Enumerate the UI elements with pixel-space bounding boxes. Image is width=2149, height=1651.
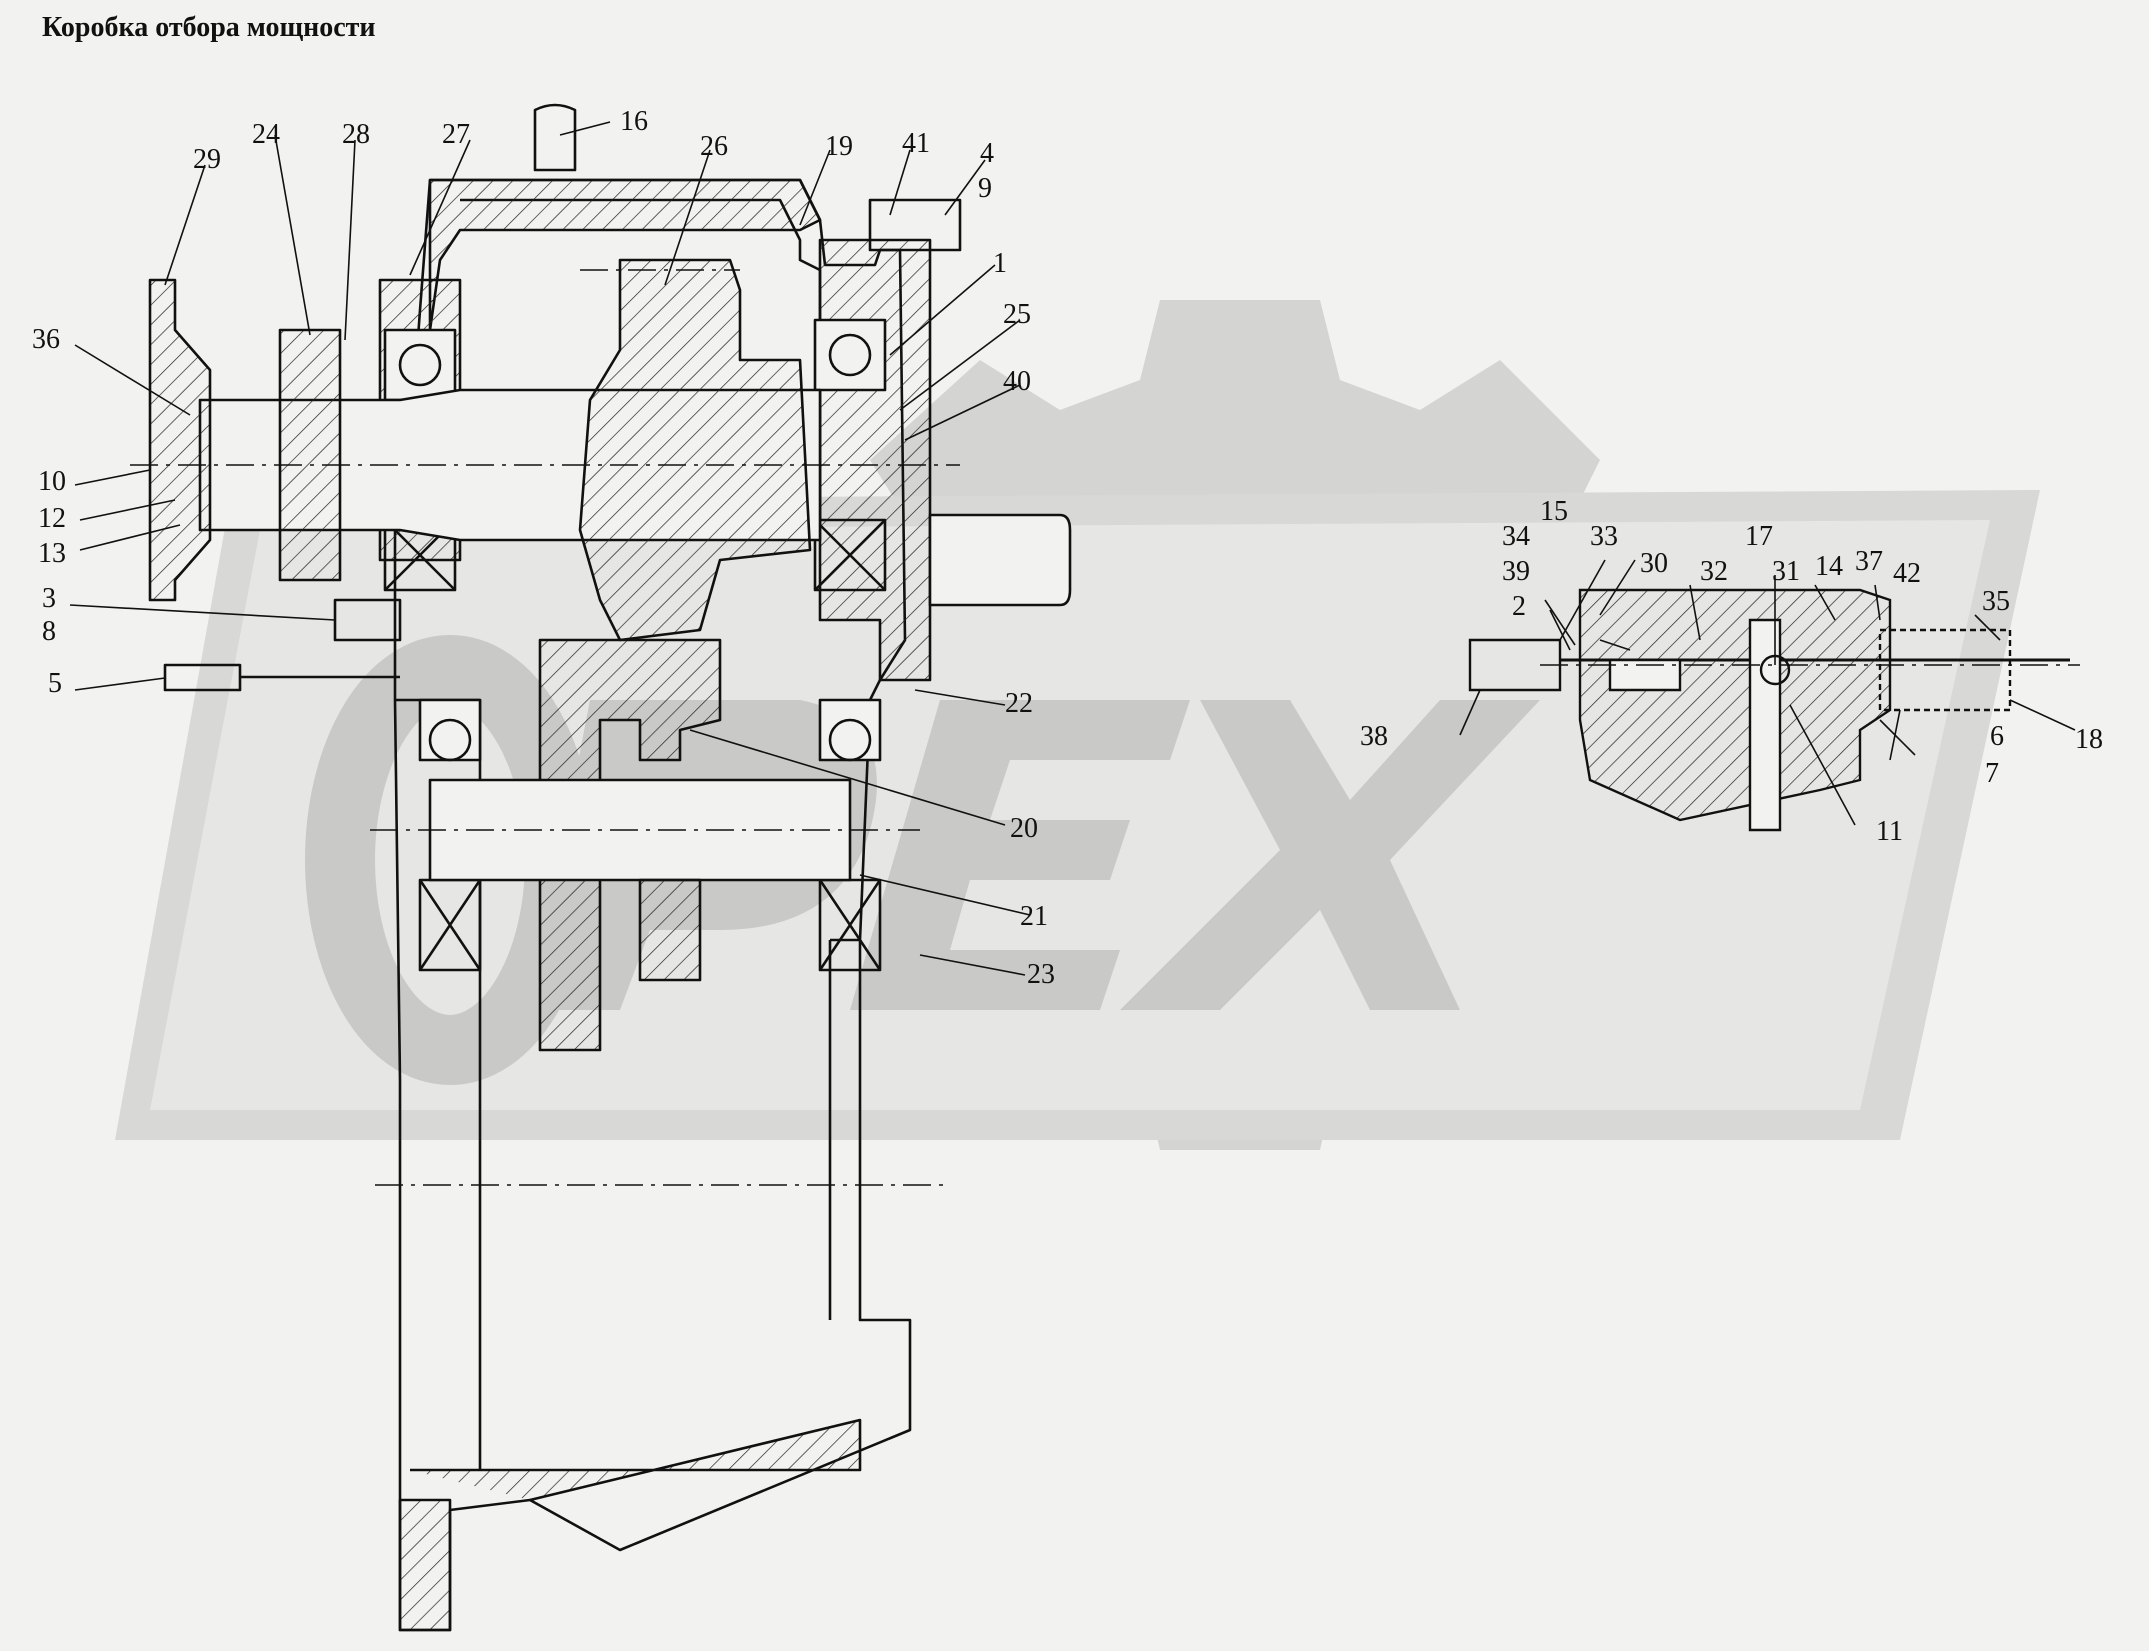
callout-1: 1 [993,248,1007,279]
callout-3: 3 [42,583,56,614]
callout-labels: 29 24 28 27 16 26 19 41 4 9 1 36 25 40 1… [32,106,2103,990]
callout-14: 14 [1815,551,1843,582]
callout-37: 37 [1855,546,1883,577]
assembly-drawing [130,103,1072,1632]
callout-11: 11 [1876,816,1903,847]
callout-10: 10 [38,466,66,497]
callout-5: 5 [48,668,62,699]
page-title: Коробка отбора мощности [42,12,376,43]
callout-27: 27 [442,119,470,150]
callout-22: 22 [1005,688,1033,719]
callout-6: 6 [1990,721,2004,752]
bearings [383,318,887,972]
callout-24: 24 [252,119,280,150]
callout-7: 7 [1985,758,1999,789]
callout-15: 15 [1540,496,1568,527]
callout-19: 19 [825,131,853,162]
callout-9: 9 [978,173,992,204]
callout-8: 8 [42,616,56,647]
left-flange [148,278,212,602]
callout-32: 32 [1700,556,1728,587]
callout-35: 35 [1982,586,2010,617]
callout-29: 29 [193,144,221,175]
callout-41: 41 [902,128,930,159]
lower-shaft [428,778,852,882]
callout-12: 12 [38,503,66,534]
callout-13: 13 [38,538,66,569]
callout-40: 40 [1003,366,1031,397]
breather-16 [533,103,577,172]
callout-28: 28 [342,119,370,150]
callout-33: 33 [1590,521,1618,552]
leader-lines [69,121,2076,976]
callout-39: 39 [1502,556,1530,587]
callout-38: 38 [1360,721,1388,752]
lower-gear [538,638,722,1052]
upper-gear [578,258,812,642]
callout-16: 16 [620,106,648,137]
callout-42: 42 [1893,558,1921,589]
callout-26: 26 [700,131,728,162]
callout-2: 2 [1512,591,1526,622]
callout-21: 21 [1020,901,1048,932]
callout-4: 4 [980,138,994,169]
callout-18: 18 [2075,724,2103,755]
callout-23: 23 [1027,959,1055,990]
callout-30: 30 [1640,548,1668,579]
callout-31: 31 [1772,556,1800,587]
bolt-5 [163,663,242,692]
shift-mechanism [1468,588,2080,832]
callout-25: 25 [1003,299,1031,330]
callout-36: 36 [32,324,60,355]
callout-34: 34 [1502,521,1530,552]
callout-20: 20 [1010,813,1038,844]
right-flange [818,238,932,682]
callout-17: 17 [1745,521,1773,552]
